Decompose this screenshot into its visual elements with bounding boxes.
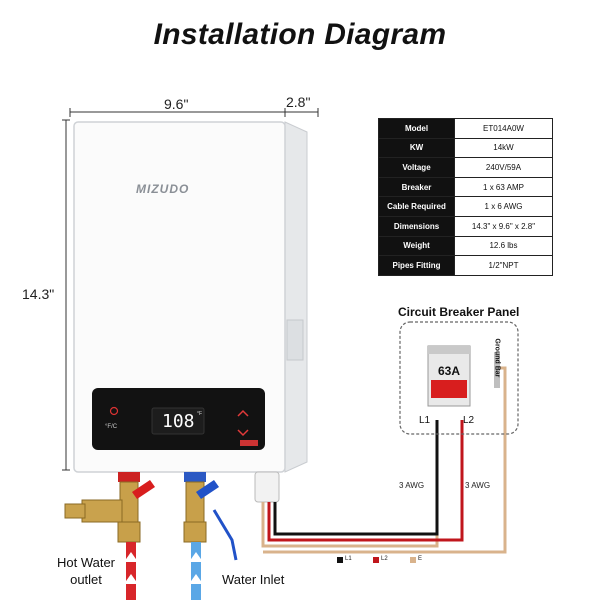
page-title: Installation Diagram [153,18,447,51]
hot-valve-body [119,481,139,523]
legend-swatch-e [410,557,416,563]
heater-side [284,121,308,473]
hot-flow-arrow-icon [124,552,138,562]
ground-bar [494,352,500,388]
spec-key: Model [378,118,455,139]
spec-value: 1 x 63 AMP [454,176,553,198]
hot-water-label: Hot Water outlet [56,555,116,587]
legend-label-l2: L2 [381,556,388,562]
spec-key: Cable Required [378,196,455,217]
spec-value: 240V/59A [454,157,553,178]
breaker-top [428,346,470,354]
cold-valve-handle[interactable] [196,480,219,499]
display-window [151,407,205,435]
wire-label-left: 3 AWG [399,481,425,490]
spec-key: KW [378,137,455,159]
brand-logo: MIZUDO [136,182,190,196]
up-arrow-icon[interactable] [237,409,249,417]
down-arrow-icon[interactable] [237,429,249,437]
spec-value: 14.3" x 9.6" x 2.8" [454,215,553,237]
temperature-readout: 108 [162,411,195,432]
cold-valve-body [185,481,205,523]
legend-swatch-l1 [337,557,343,563]
circuit-panel-title: Circuit Breaker Panel [398,305,520,319]
hot-pipe-fitting [117,521,141,543]
height-dimension: 14.3" [22,286,55,302]
spec-key: Pipes Fitting [378,255,455,276]
wire-ground [263,366,507,554]
hot-valve-handle[interactable] [132,480,155,499]
legend-label-e: E [418,556,423,562]
spec-value: ET014A0W [454,118,553,139]
spec-value: 14kW [454,137,553,159]
l1-label: L1 [419,415,431,426]
cable-gland [254,471,280,503]
spec-key: Breaker [378,176,455,198]
width-dimension: 9.6" [164,96,189,112]
wire-label-right: 3 AWG [465,481,491,490]
breaker-panel-outline [399,321,519,435]
heater-front [73,121,286,473]
cold-flow-arrow-icon-2 [189,574,203,584]
ground-bar-label: Ground Bar [493,338,501,378]
cold-flow-arrow-icon [189,552,203,562]
hot-relief-cap [64,503,86,519]
legend-label-l1: L1 [345,556,352,562]
hot-relief-valve [81,499,123,523]
water-inlet-label: Water Inlet [222,572,285,587]
legend-swatch-l2 [373,557,379,563]
breaker-rating: 63A [437,364,460,378]
badge-logo [240,440,258,446]
wire-l2 [267,420,464,542]
hot-pipe [126,542,136,600]
power-icon[interactable] [109,406,119,416]
mode-label: °F/C [105,424,118,430]
spec-key: Weight [378,235,455,257]
spec-value: 1 x 6 AWG [454,196,553,217]
spec-value: 1/2"NPT [454,255,553,276]
depth-dimension: 2.8" [286,94,311,110]
wire-l1 [273,420,439,536]
cold-drain-handle [212,509,238,561]
hot-flow-arrow-icon-2 [124,574,138,584]
spec-key: Voltage [378,157,455,178]
cold-pipe [191,542,201,600]
cold-pipe-fitting [183,521,207,543]
breaker-switch[interactable] [431,380,467,398]
heater-side-panel [286,319,304,361]
temperature-unit: °F [197,411,203,417]
cold-inlet-collar [184,472,206,482]
l2-label: L2 [463,415,475,426]
spec-key: Dimensions [378,215,455,237]
hot-outlet-collar [118,472,140,482]
spec-value: 12.6 lbs [454,235,553,257]
